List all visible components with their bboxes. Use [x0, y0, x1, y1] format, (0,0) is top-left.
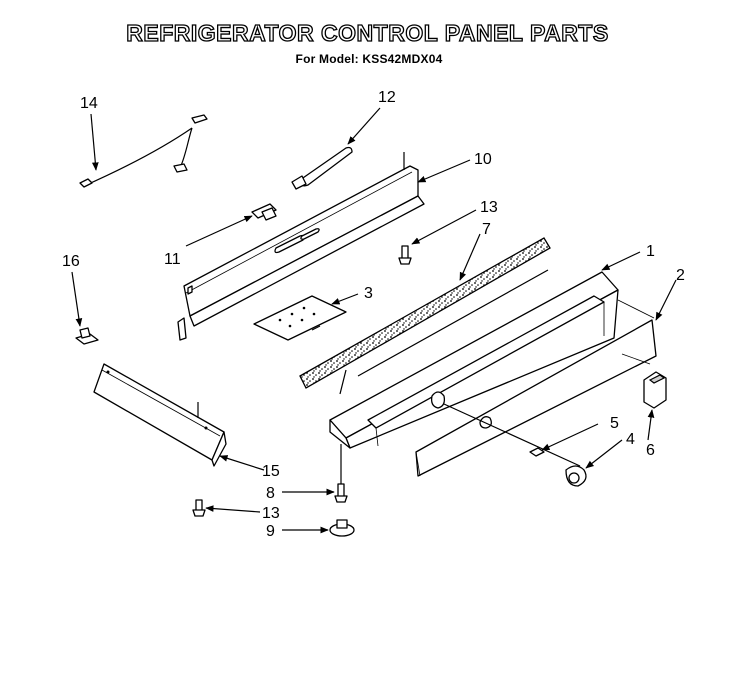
plate-part-3 [253, 295, 347, 341]
leader-lines [71, 107, 677, 534]
leader-5 [541, 423, 599, 451]
leader-3 [331, 293, 359, 305]
leader-13a [411, 209, 477, 245]
foot-part-9 [329, 519, 355, 537]
callout-10: 10 [474, 151, 492, 168]
leader-7 [459, 233, 481, 281]
callout-3: 3 [364, 285, 373, 302]
screw-part-8 [334, 444, 348, 503]
leader-6 [647, 409, 655, 441]
callout-9: 9 [266, 523, 275, 540]
clip-part-16 [75, 327, 99, 345]
leader-11 [185, 215, 253, 247]
control-housing-part-1 [329, 269, 619, 449]
callout-labels: 14 12 10 11 13 7 1 2 3 16 15 13 8 9 5 4 … [62, 89, 685, 540]
callout-5: 5 [610, 415, 619, 432]
callout-8: 8 [266, 485, 275, 502]
gasket-strip-part-7 [299, 237, 551, 389]
callout-4: 4 [626, 431, 635, 448]
callout-13-lower: 13 [262, 505, 280, 522]
sensor-tube-part-12 [291, 146, 353, 190]
shaft-part-5 [443, 403, 581, 467]
callout-15: 15 [262, 463, 280, 480]
lower-cover-part-2 [415, 299, 657, 477]
callout-12: 12 [378, 89, 396, 106]
leader-13b [205, 505, 261, 513]
model-subtitle: For Model: KSS42MDX04 [295, 52, 443, 66]
knob-part-4 [565, 465, 587, 487]
leader-16 [71, 271, 83, 327]
callout-13-upper: 13 [480, 199, 498, 216]
screw-part-13-lower [192, 499, 206, 517]
callout-1: 1 [646, 243, 655, 260]
leader-1 [601, 251, 641, 271]
callout-6: 6 [646, 442, 655, 459]
switch-part-6 [643, 371, 667, 409]
bracket-part-15 [93, 363, 227, 467]
callout-7: 7 [482, 221, 491, 238]
clip-part-11 [251, 203, 277, 221]
screw-part-13-upper [398, 245, 412, 265]
leader-12 [347, 107, 381, 145]
wire-harness-part-14 [79, 114, 208, 188]
leader-2 [655, 279, 677, 321]
upper-bracket-part-10 [177, 152, 425, 341]
callout-14: 14 [80, 95, 98, 112]
page-title: REFRIGERATOR CONTROL PANEL PARTS [126, 19, 609, 46]
leader-15 [219, 455, 265, 471]
callout-11: 11 [164, 251, 181, 268]
callout-2: 2 [676, 267, 685, 284]
leader-10 [417, 159, 471, 183]
leader-14 [90, 113, 99, 171]
callout-16: 16 [62, 253, 80, 270]
leader-4 [585, 439, 623, 469]
